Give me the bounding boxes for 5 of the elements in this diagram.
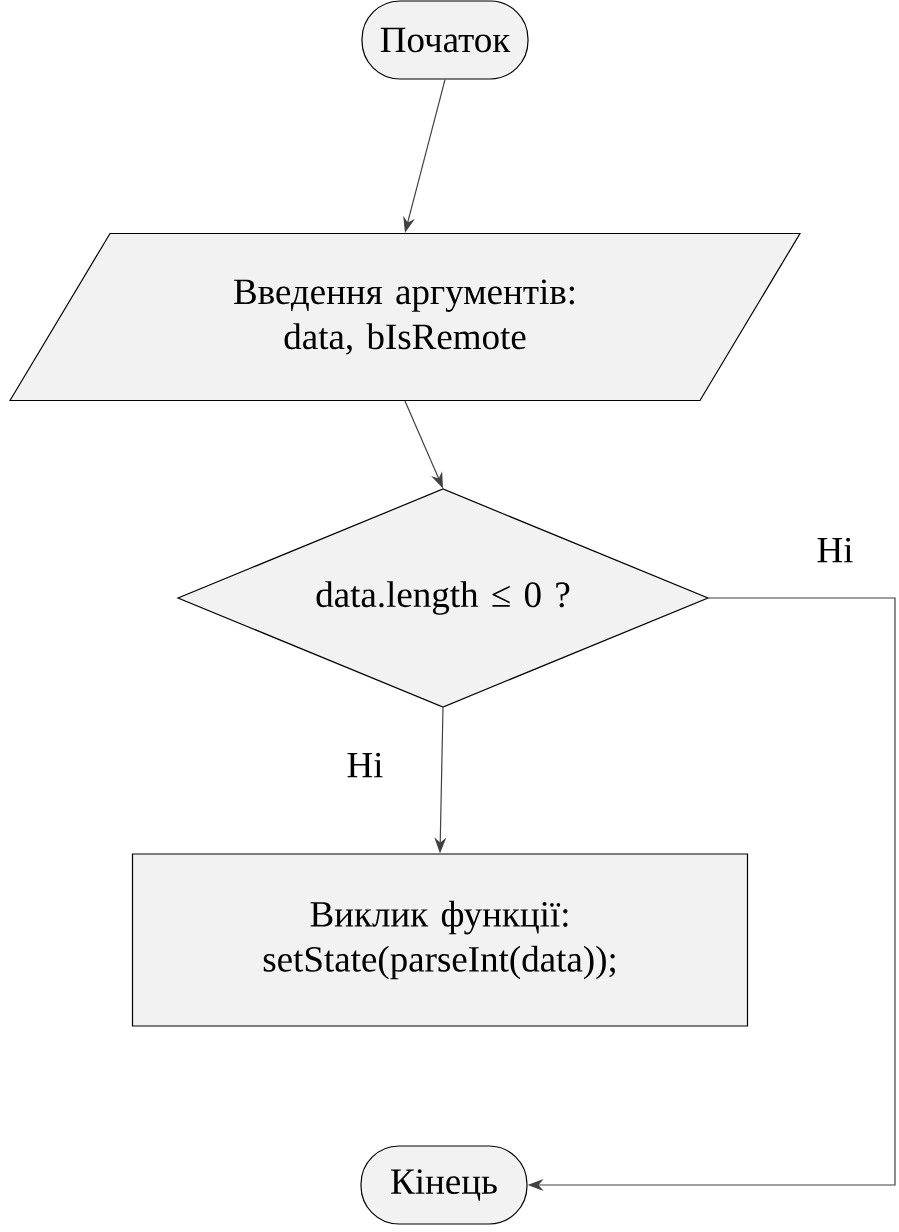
process-box: Виклик функції: setState(parseInt(data)); [131, 853, 749, 1027]
edge-label: Ні [814, 535, 856, 565]
start-terminal: Початок [361, 0, 529, 80]
end-terminal: Кінець [360, 1145, 528, 1225]
edge-label: Ні [344, 750, 386, 780]
